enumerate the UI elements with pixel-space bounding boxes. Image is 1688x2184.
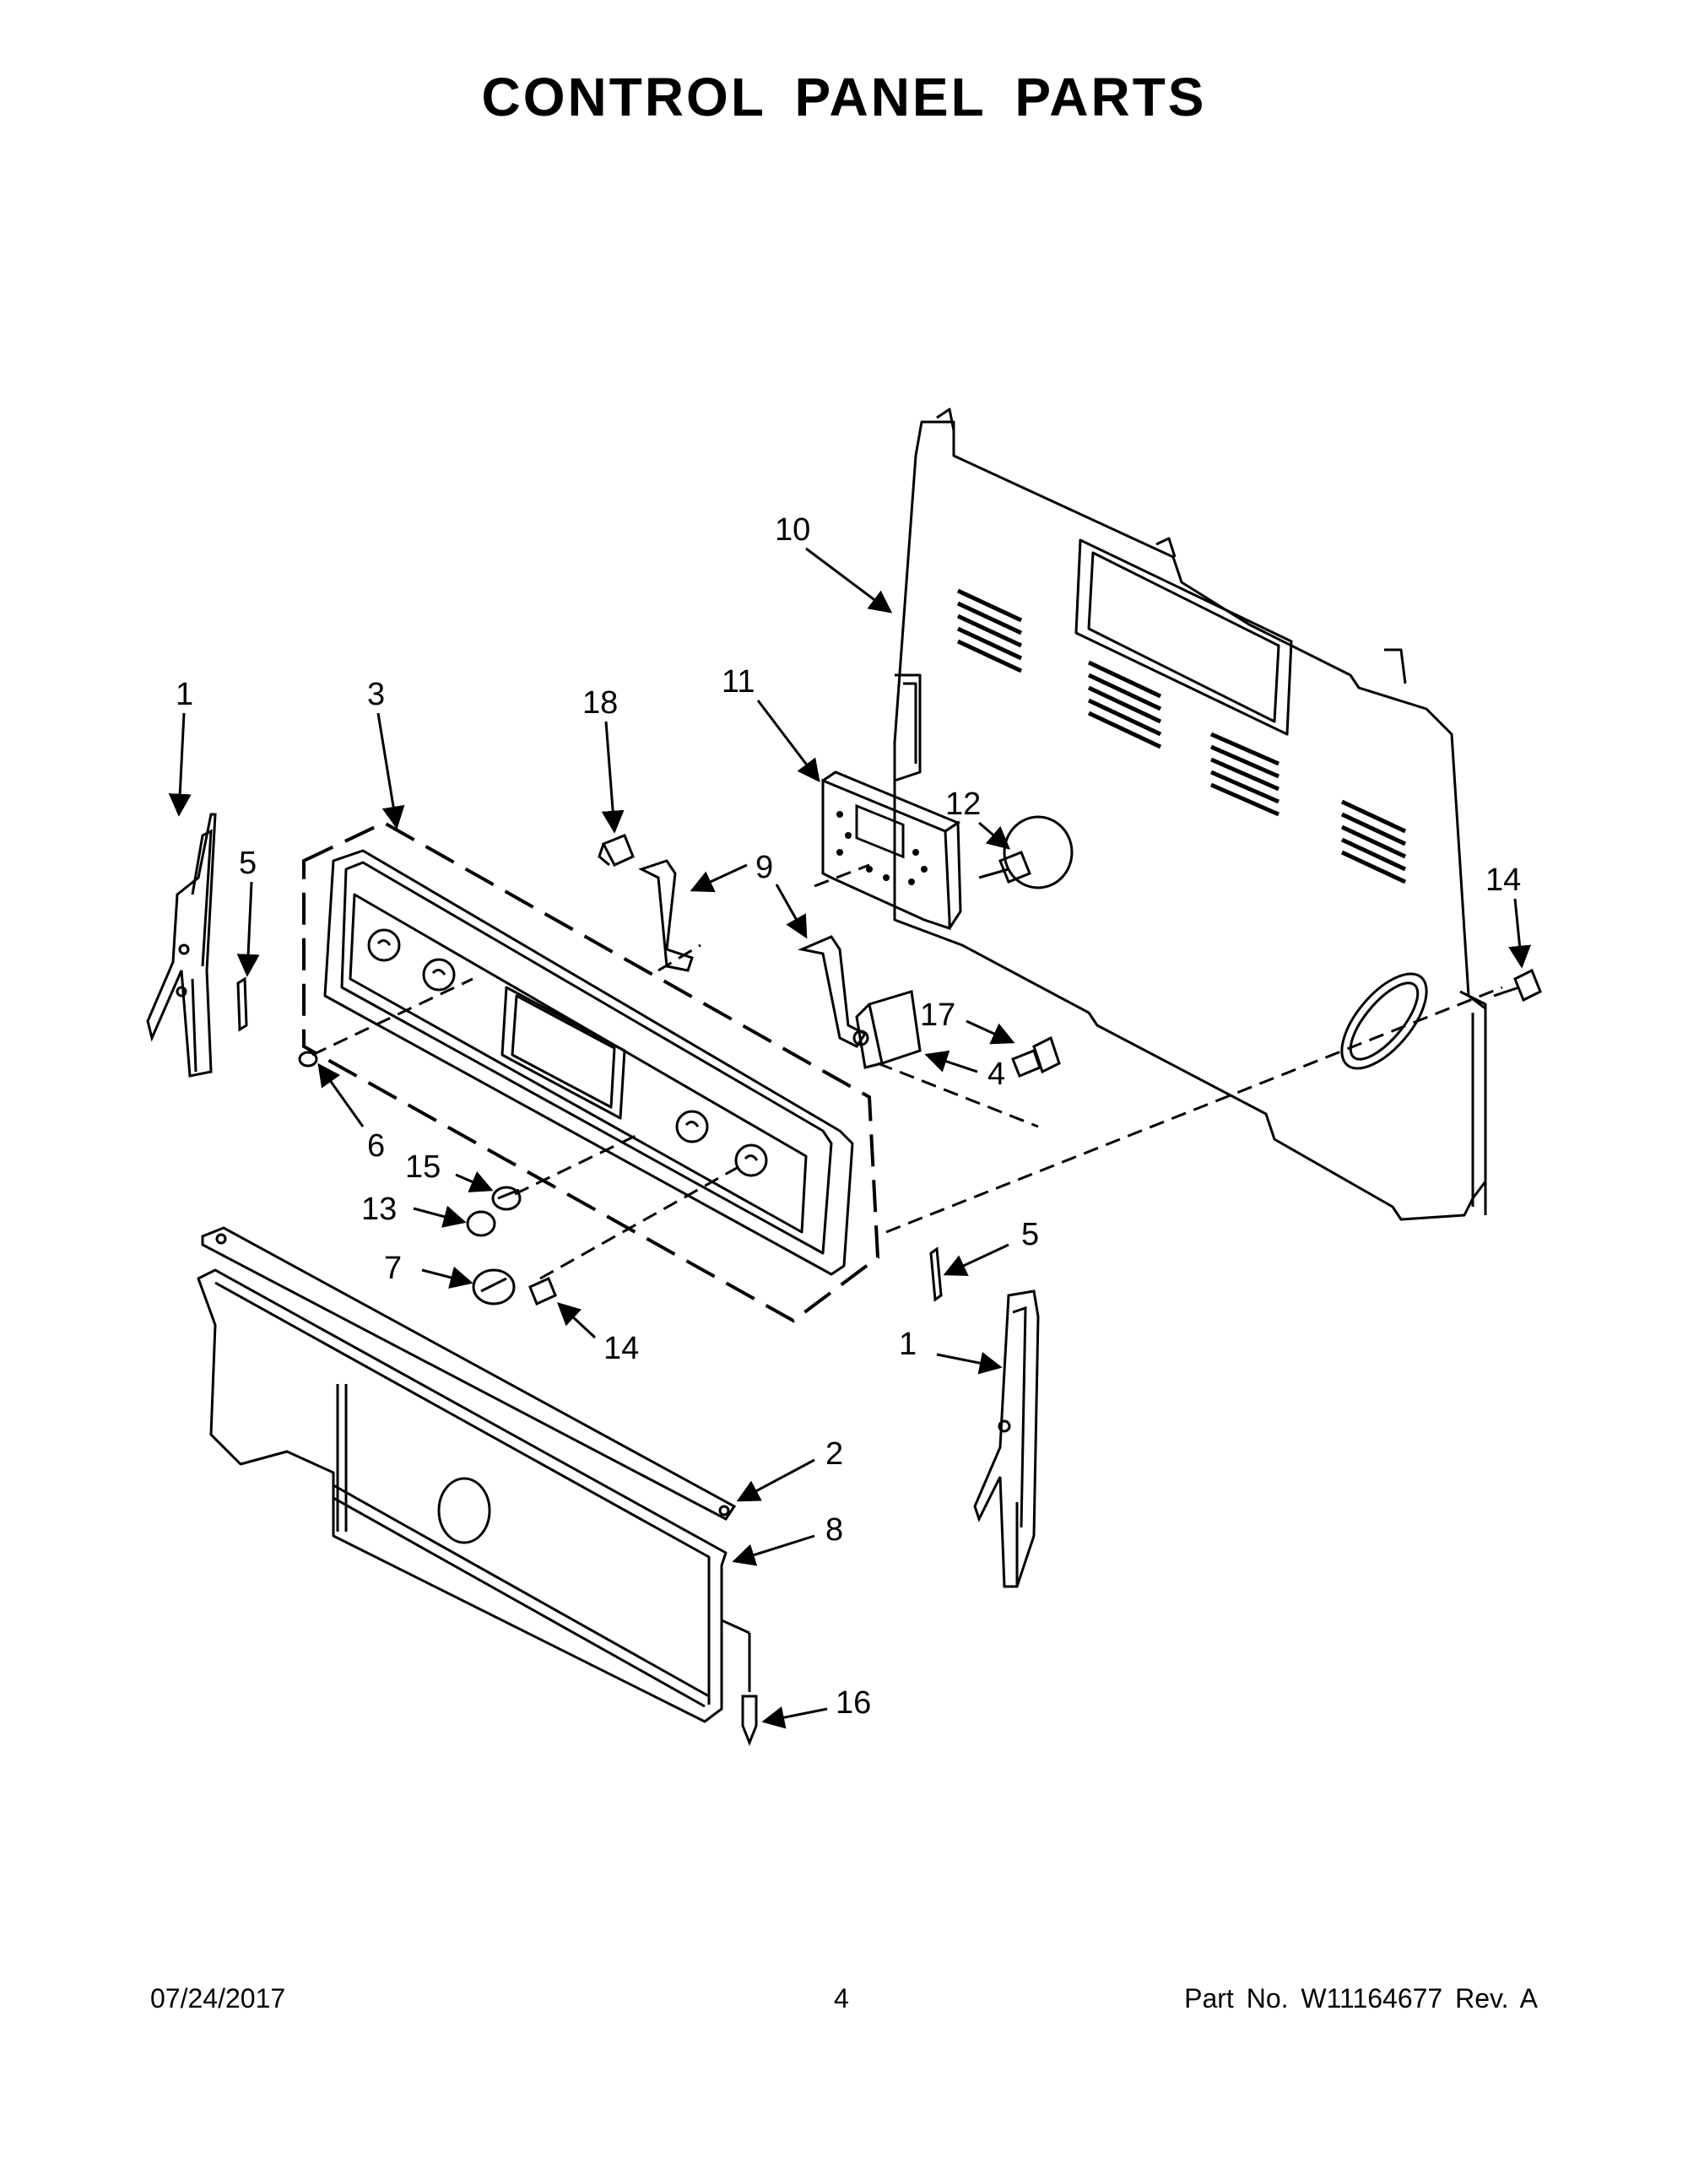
leader-14-left [557,1302,597,1339]
callout-16: 16 [836,1685,871,1721]
leader-3 [376,712,405,830]
callout-15: 15 [405,1149,441,1185]
callout-2: 2 [825,1436,843,1472]
callout-labels: 1 3 5 18 11 10 12 9 14 17 4 6 15 13 7 14… [176,512,1521,1721]
callout-10: 10 [775,512,810,548]
bracket-part-9-left [638,859,694,972]
leader-12 [978,821,1011,850]
callout-7: 7 [384,1251,402,1286]
part-group-outline [302,820,880,1323]
leader-8 [732,1534,815,1566]
callout-13: 13 [361,1192,397,1227]
callout-5-left: 5 [239,846,257,881]
switch-part-4 [852,990,922,1069]
leader-18 [601,721,625,834]
leader-1-right [936,1351,1003,1375]
leader-4 [924,1050,978,1073]
footer-date: 07/24/2017 [150,1983,286,2014]
switch-part-17 [1011,1035,1061,1078]
callout-8: 8 [825,1512,843,1548]
leader-2 [736,1458,815,1502]
trim-part-2 [201,1226,737,1521]
knob-insert-part-15 [491,1186,522,1211]
knob-part-7 [472,1268,516,1306]
bracket-part-9-right [797,935,868,1048]
leader-10 [805,547,893,614]
clip-part-5-right [929,1246,943,1302]
control-board-part-11 [821,770,962,931]
leader-9-b [775,884,808,939]
leader-14-right [1508,898,1532,969]
leader-17 [966,1019,1015,1045]
leader-9-a [690,863,748,893]
callout-11: 11 [722,664,755,700]
plug-part-6 [298,1051,318,1068]
knob-cap-part-13 [466,1210,496,1237]
callout-14-left: 14 [603,1331,639,1366]
callout-6: 6 [367,1128,385,1164]
leader-5-left [236,881,260,977]
leader-6 [317,1062,365,1127]
control-panel-part-3 [323,849,854,1276]
callout-18: 18 [582,685,618,721]
callout-17: 17 [920,997,955,1033]
screw-part-16 [721,1619,758,1747]
callout-12: 12 [945,787,981,822]
callout-1-left: 1 [176,677,193,712]
leader-16 [761,1706,828,1729]
footer-part-number: Part No. W11164677 Rev. A [1184,1983,1538,2014]
callout-14-right: 14 [1485,862,1521,898]
callout-1-right: 1 [899,1327,917,1362]
leader-5-right [943,1243,1009,1276]
screw-part-14-left [528,1276,557,1306]
leader-15 [455,1171,494,1192]
switch-part-18 [598,834,635,867]
side-bracket-part-1-right [973,1289,1040,1588]
callout-5-right: 5 [1021,1217,1039,1252]
screw-part-14-right [1493,968,1542,1003]
callout-3: 3 [367,677,385,712]
page-title: CONTROL PANEL PARTS [481,67,1207,127]
callout-4: 4 [987,1057,1005,1092]
footer-page-number: 4 [834,1983,849,2014]
callout-9: 9 [755,850,773,885]
leader-7 [421,1266,473,1289]
clip-part-5-left [236,976,248,1032]
assembly-lines [311,863,1503,1280]
leader-11 [756,700,820,783]
lower-panel-part-8 [197,1268,728,1723]
rear-panel-part-10 [893,408,1487,1221]
screw-part-12 [978,851,1031,884]
callout-leaders [168,547,1532,1729]
side-bracket-part-1-left [146,813,217,1078]
leader-13 [413,1205,467,1228]
leader-1-left [168,712,192,817]
